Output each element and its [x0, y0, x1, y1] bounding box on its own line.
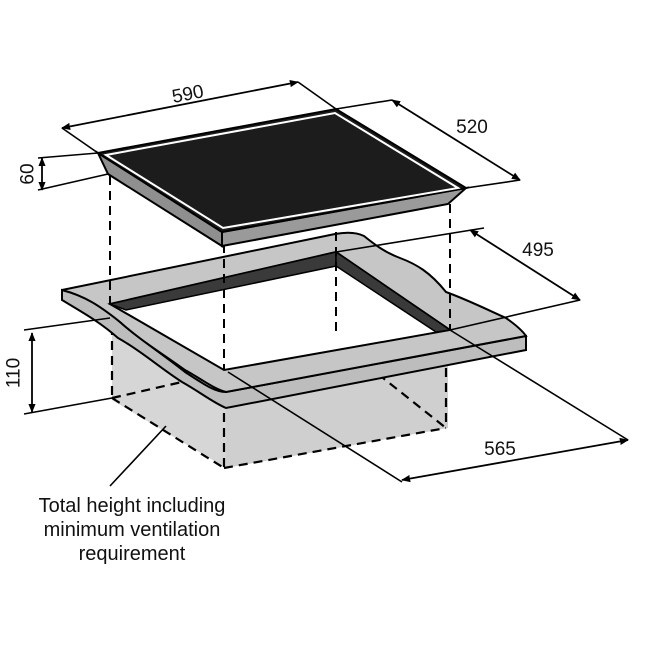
ext-cutout-height-bottom [23, 397, 113, 415]
cavity-side-face [112, 322, 226, 468]
dim-depth-label: 520 [456, 117, 488, 138]
ventilation-caption: Total height including minimum ventilati… [39, 495, 226, 565]
ext-depth-back [335, 99, 393, 110]
ext-cutout-width-right [449, 329, 629, 441]
cavity-bottom-front [223, 426, 447, 470]
ext-cutout-depth-back [335, 227, 485, 253]
dim-cutout-width-line [401, 437, 629, 483]
projection-lines [109, 176, 451, 370]
caption-line-3: requirement [79, 543, 186, 565]
caption-line-1: Total height including [39, 495, 226, 517]
ext-width-right [297, 81, 337, 110]
ext-cutout-width-left [227, 371, 403, 483]
dim-cutout-height-label: 110 [4, 358, 25, 388]
dim-width-label: 590 [170, 81, 205, 108]
caption-leader-line [109, 425, 167, 487]
ext-height-bottom [37, 173, 109, 191]
cutout-right-wall [335, 250, 453, 333]
ext-cutout-height-top [23, 317, 111, 331]
dim-cutout-depth-line [469, 229, 581, 301]
dim-height-label: 60 [18, 163, 39, 184]
ext-cutout-depth-front [449, 299, 581, 331]
ext-depth-right [465, 179, 521, 189]
dim-width-line [61, 80, 299, 130]
ext-height-top [37, 152, 99, 159]
cavity-bottom-back [111, 380, 183, 400]
dimension-lines [28, 80, 629, 483]
caption-line-2: minimum ventilation [44, 519, 221, 541]
dim-cutout-depth-label: 495 [522, 240, 554, 261]
extension-lines [23, 81, 629, 483]
dim-cutout-width-label: 565 [484, 439, 516, 460]
ext-width-left [61, 127, 99, 154]
hob [95, 107, 470, 248]
dim-depth-line [391, 99, 521, 181]
cavity-bottom-left [111, 397, 225, 469]
hob-glass-top [95, 107, 469, 234]
